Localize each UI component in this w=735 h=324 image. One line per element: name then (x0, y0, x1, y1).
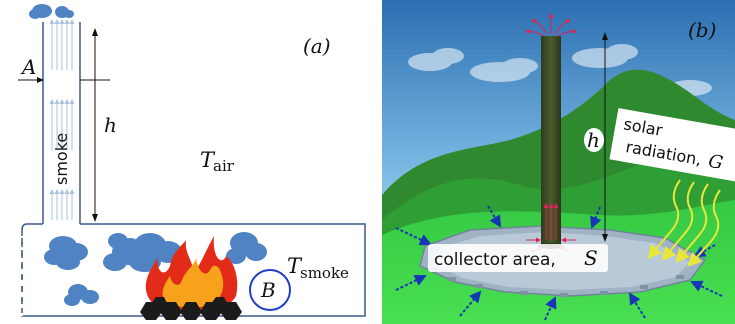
height-label-a: h (104, 113, 117, 137)
chimney-flow-arrows (49, 19, 75, 220)
exit-smoke-puff (29, 4, 74, 19)
collector-area-symbol: S (584, 246, 598, 270)
area-marker: A (18, 55, 110, 83)
point-label-b: B (260, 278, 276, 302)
collector-area-text: collector area, (434, 250, 556, 270)
point-b-marker: B (249, 269, 291, 311)
height-label-b: h (587, 128, 600, 152)
t-smoke-label: T smoke (287, 254, 349, 282)
panel-b: h solar radiation, G collector area, S (382, 0, 735, 324)
solar-rays (647, 179, 721, 267)
panel-label-a: (a) (303, 34, 331, 58)
t-air-symbol: T (200, 148, 216, 172)
inflow-arrows (395, 205, 723, 321)
panel-label-b: (b) (688, 18, 716, 42)
collector-area-label: collector area, S (428, 244, 608, 272)
solar-label-symbol: G (707, 151, 725, 174)
height-label-b-box: h (584, 128, 604, 152)
height-marker-a: h (92, 28, 117, 222)
tower-exhaust-arrows (525, 13, 577, 37)
coals (140, 297, 242, 320)
t-smoke-symbol: T (287, 254, 303, 278)
smoke-word-label: smoke (52, 133, 71, 185)
furnace-smoke-clouds (44, 232, 267, 306)
t-air-subscript: air (213, 157, 235, 175)
area-label-a: A (20, 55, 36, 79)
solar-tower (541, 36, 561, 246)
solar-label-background (609, 108, 735, 184)
chimney-walls (42, 22, 81, 224)
fire-flames (145, 236, 238, 312)
t-smoke-subscript: smoke (300, 264, 349, 282)
t-air-label: T air (200, 148, 235, 175)
collector-label-background (428, 244, 608, 272)
panel-a: smoke A h (a) T air (18, 4, 366, 320)
solar-radiation-label: solar radiation, G (609, 108, 735, 184)
